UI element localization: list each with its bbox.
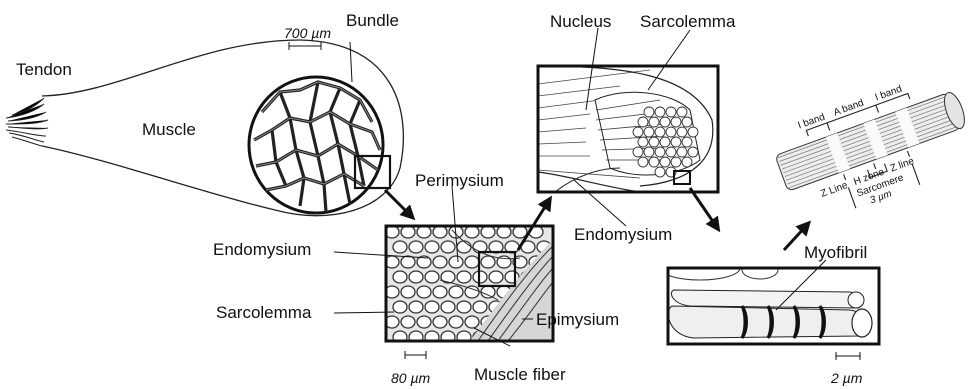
myofibril-detail (660, 256, 879, 360)
label-z-line-2: Z line (889, 156, 916, 175)
sarcomere-detail (771, 78, 970, 228)
fiber-cell (497, 226, 511, 238)
fiber-cell (425, 301, 439, 313)
fiber-cell (449, 316, 463, 328)
myofibril-circle (638, 117, 648, 127)
label-sarcolemma-top: Sarcolemma (640, 12, 736, 31)
myofibril-circle (660, 157, 670, 167)
fiber-cell (433, 256, 447, 268)
myofibril-circle (655, 147, 665, 157)
fiber-cell (409, 241, 423, 253)
bundle-cross-section (249, 77, 383, 213)
myofibril-circle (688, 147, 698, 157)
tendon-fibers (6, 98, 48, 146)
fiber-cell (465, 316, 479, 328)
scale-bar-2 (836, 352, 860, 360)
myofibril-circle (638, 137, 648, 147)
myofibril-circle (655, 107, 665, 117)
fiber-cell (409, 301, 423, 313)
fiber-cell (481, 226, 495, 238)
myofibril-circle (649, 117, 659, 127)
fiber-cell (433, 286, 447, 298)
fiber-cell (433, 226, 447, 238)
label-epimysium: Epimysium (536, 310, 619, 329)
myofibril-circle (655, 127, 665, 137)
myofibril-circle (649, 157, 659, 167)
fiber-cell (441, 241, 455, 253)
myofibril-circle (666, 147, 676, 157)
label-perimysium: Perimysium (415, 171, 504, 190)
fiber-cell (473, 301, 487, 313)
label-tendon: Tendon (16, 60, 72, 79)
label-bundle: Bundle (346, 11, 399, 30)
fiber-cell (481, 286, 495, 298)
label-muscle-fiber: Muscle fiber (474, 365, 566, 384)
label-scale-80: 80 µm (391, 370, 431, 386)
fiber-cell (393, 301, 407, 313)
fiber-cell (425, 271, 439, 283)
myofibril-circle (638, 157, 648, 167)
myofibril-circle (677, 107, 687, 117)
myofibril-circle (633, 127, 643, 137)
myofibril-circle (677, 127, 687, 137)
fiber-cell (393, 271, 407, 283)
label-nucleus: Nucleus (550, 12, 611, 31)
myofibril-circle (682, 157, 692, 167)
myofibril-circle (644, 147, 654, 157)
label-muscle: Muscle (142, 120, 196, 139)
arrow-bundle-to-section (385, 190, 410, 215)
label-myofibril: Myofibril (804, 243, 867, 262)
label-sarcolemma-left: Sarcolemma (216, 303, 312, 322)
fiber-cell (433, 316, 447, 328)
fiber-cell (401, 226, 415, 238)
myofibril-circle (666, 107, 676, 117)
fiber-cell (425, 241, 439, 253)
fiber-cell (393, 241, 407, 253)
myofibril-circle (671, 157, 681, 167)
myofibril-circle (671, 137, 681, 147)
fiber-cell (449, 286, 463, 298)
myofibril-circle (644, 127, 654, 137)
label-scale-2: 2 µm (830, 370, 863, 386)
arrow-fiber-to-myofibril (690, 188, 716, 226)
label-endomysium-left: Endomysium (213, 240, 311, 259)
myofibril-circle (682, 117, 692, 127)
fiber-cell (441, 301, 455, 313)
myofibril-circle (688, 127, 698, 137)
myofibril-circle (660, 117, 670, 127)
fiber-cell (401, 316, 415, 328)
arrow-myofibril-to-sarcomere (784, 226, 806, 250)
myofibril-circle (671, 117, 681, 127)
myofibril-circle (633, 147, 643, 157)
myofibril-circle (677, 147, 687, 157)
fiber-cell (409, 271, 423, 283)
fiber-cell (417, 226, 431, 238)
label-scale-700: 700 µm (284, 25, 331, 41)
fiber-cell (457, 241, 471, 253)
myofibril-circle (666, 127, 676, 137)
myofibril-circle (649, 137, 659, 147)
fiber-cell (457, 301, 471, 313)
fiber-cell (481, 256, 495, 268)
fiber-cell (465, 256, 479, 268)
myofibril-circle (682, 137, 692, 147)
fiber-cell (401, 286, 415, 298)
label-endomysium-mid: Endomysium (574, 225, 672, 244)
myofibril-circle (644, 107, 654, 117)
scale-bar-80 (405, 351, 426, 359)
fiber-cell (449, 256, 463, 268)
fiber-cell (465, 226, 479, 238)
myofibril-circle (655, 167, 665, 177)
muscle-fiber-detail (538, 66, 718, 192)
fiber-cell (457, 271, 471, 283)
fiber-cell (489, 271, 503, 283)
fiber-cell (417, 286, 431, 298)
fiber-cell (417, 316, 431, 328)
myofibril-circle (660, 137, 670, 147)
fascicle-cross-section (385, 226, 553, 359)
label-z-line-1: Z Line (819, 180, 849, 200)
fiber-cell (401, 256, 415, 268)
